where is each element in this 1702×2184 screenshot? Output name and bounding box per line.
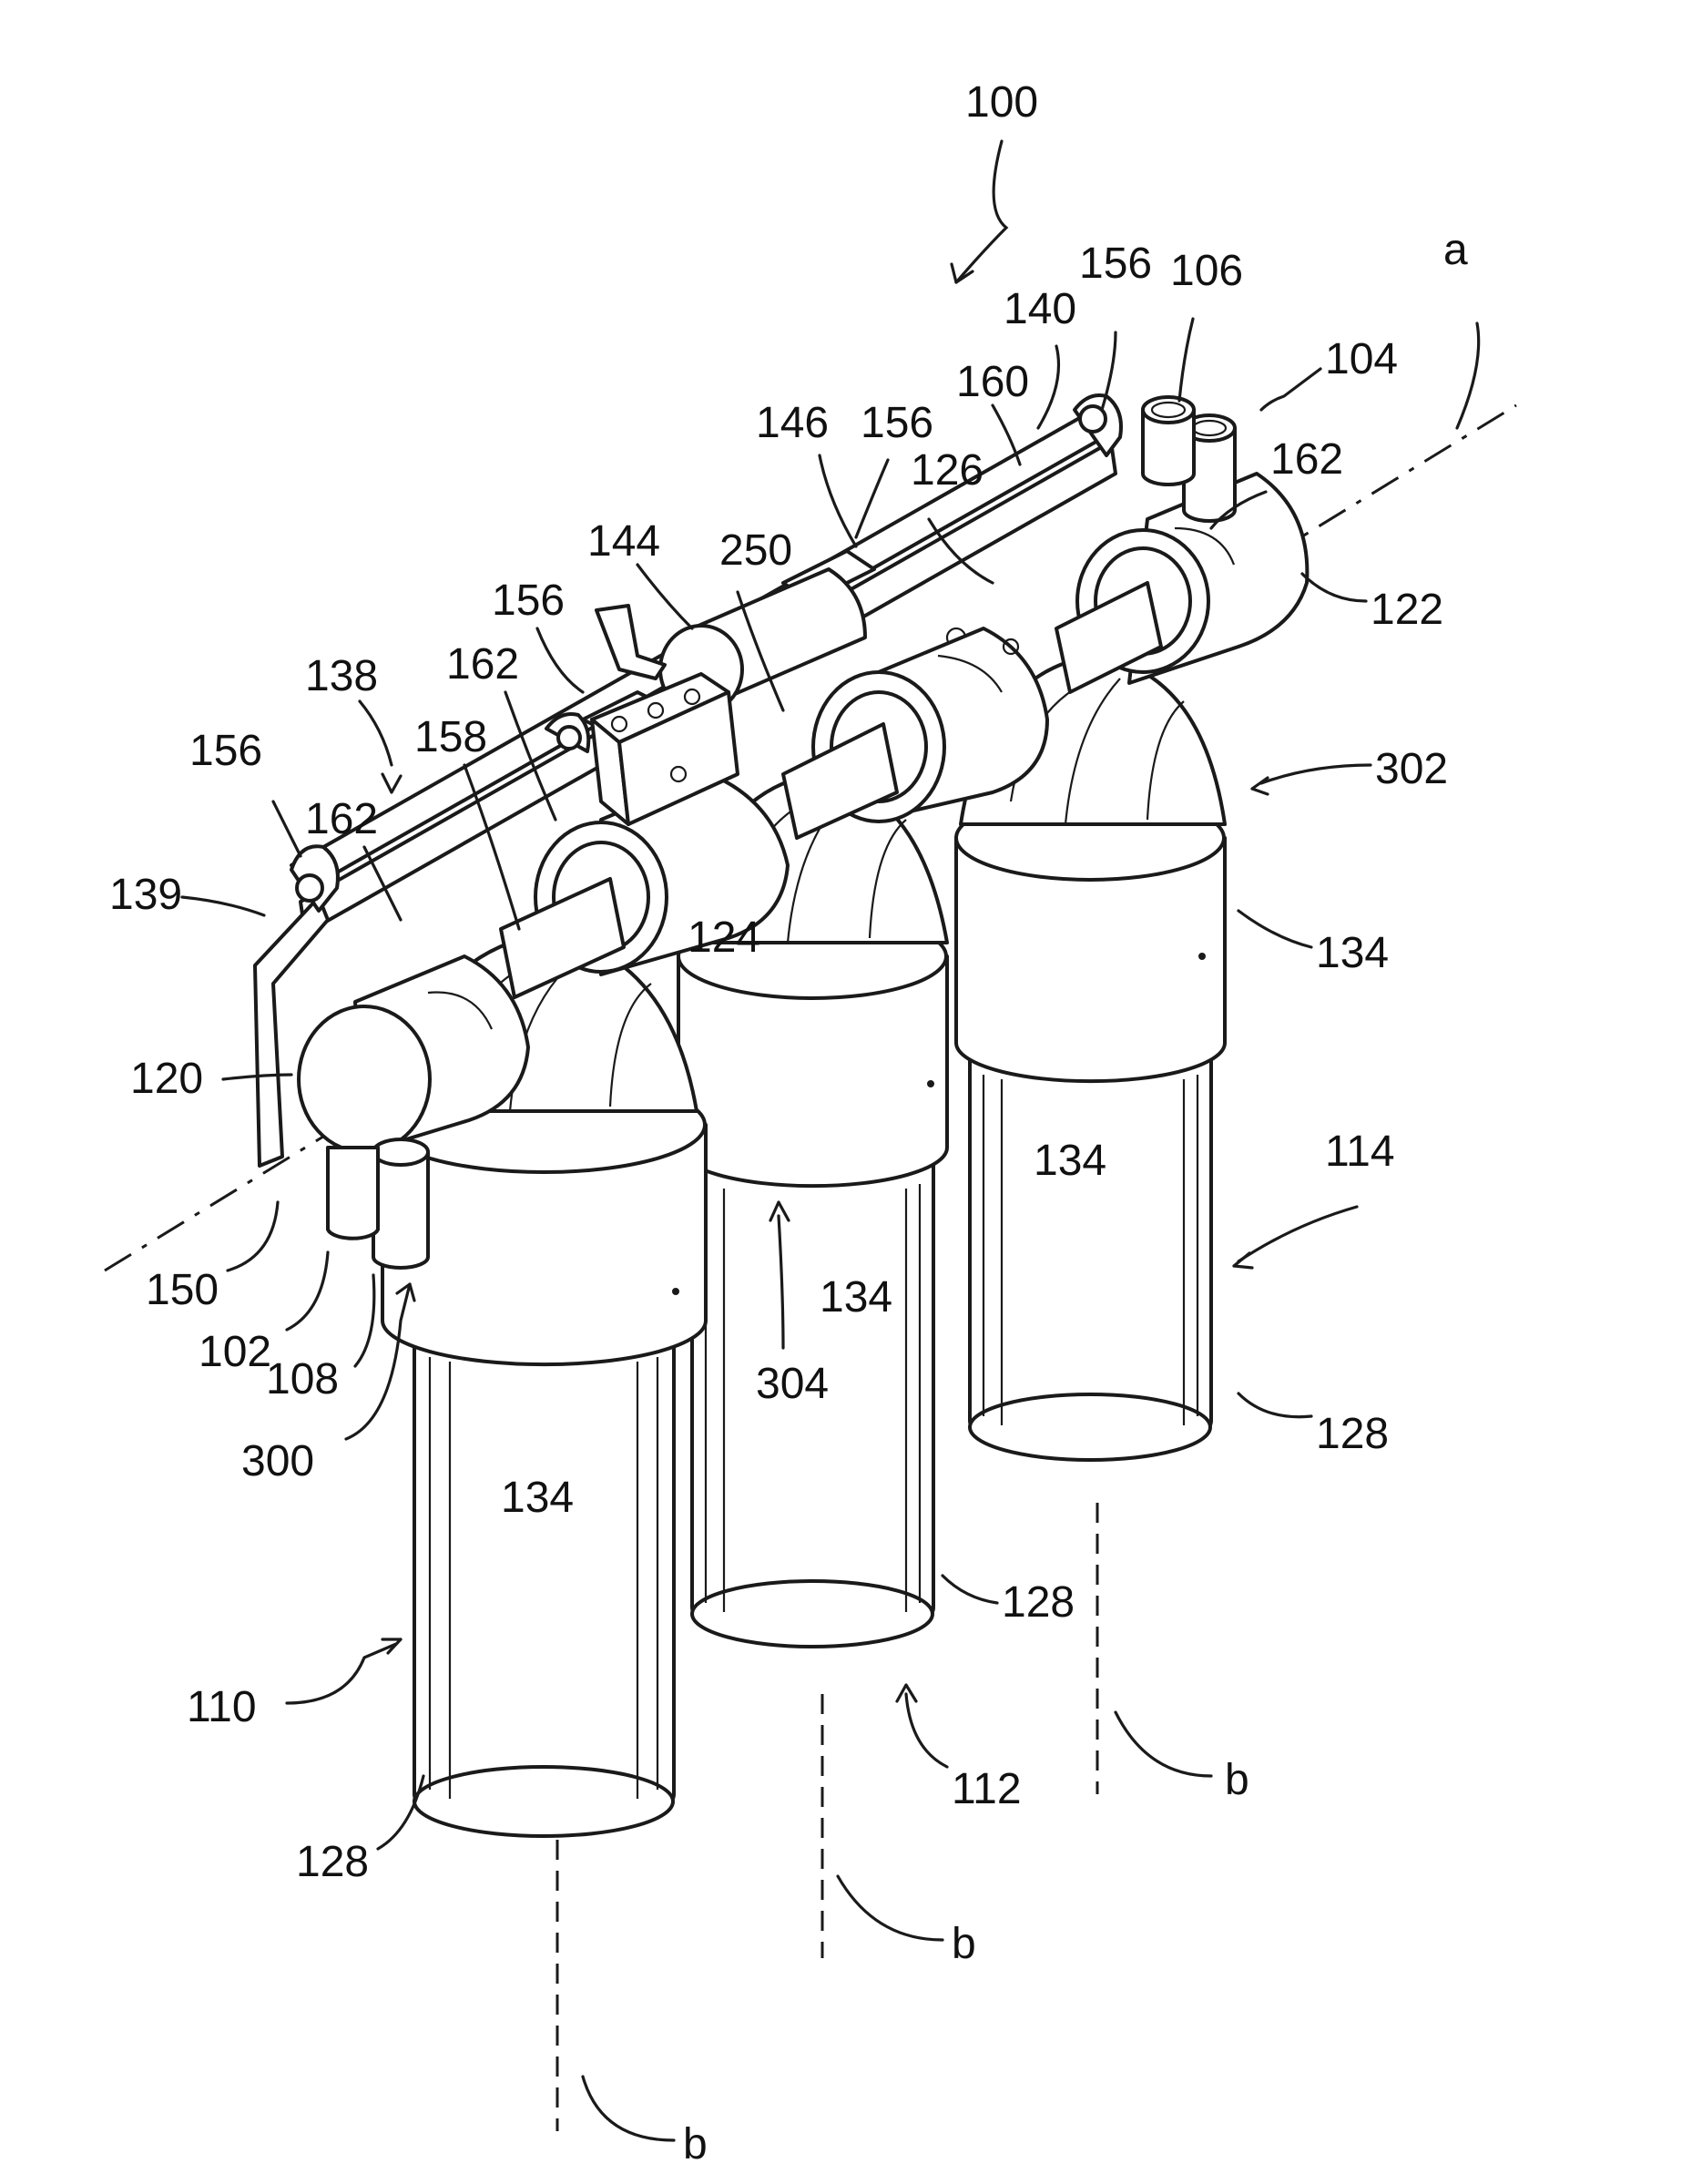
- label-108: 108: [266, 1355, 339, 1403]
- leader-140: [1038, 346, 1059, 428]
- leader-156-mid: [856, 460, 888, 537]
- leader-156-upper: [537, 628, 583, 692]
- label-138: 138: [305, 652, 378, 700]
- leader-150: [228, 1202, 278, 1271]
- label-112: 112: [952, 1765, 1022, 1813]
- leader-100: [956, 141, 1006, 282]
- leader-122: [1302, 574, 1366, 601]
- label-250: 250: [719, 526, 792, 575]
- leader-138: [360, 701, 392, 765]
- leader-104: [1261, 369, 1320, 410]
- label-124: 124: [688, 913, 760, 962]
- label-128-left: 128: [296, 1838, 369, 1886]
- leader-146: [820, 455, 856, 546]
- leader-139: [182, 897, 264, 915]
- label-162-left: 162: [305, 795, 378, 843]
- label-162-mid: 162: [446, 640, 519, 689]
- leader-144: [637, 565, 692, 628]
- label-162-right: 162: [1270, 435, 1343, 484]
- label-158: 158: [414, 713, 487, 761]
- leader-160: [993, 405, 1020, 464]
- label-146: 146: [756, 399, 829, 447]
- label-156-mid: 156: [861, 399, 933, 447]
- label-b-left: b: [683, 2120, 708, 2169]
- leader-112: [906, 1694, 947, 1767]
- arrow-302: [1252, 778, 1268, 794]
- label-302: 302: [1375, 745, 1448, 793]
- label-104: 104: [1325, 335, 1398, 383]
- label-axis-a: a: [1443, 226, 1468, 274]
- label-134-mid-right: 134: [1034, 1137, 1106, 1185]
- label-304: 304: [756, 1360, 829, 1408]
- leader-102: [287, 1252, 328, 1330]
- label-b-middle: b: [952, 1920, 976, 1968]
- label-160: 160: [956, 358, 1029, 406]
- label-114: 114: [1325, 1128, 1395, 1176]
- label-300: 300: [241, 1437, 314, 1485]
- label-134-left: 134: [501, 1474, 574, 1522]
- leader-128-mid: [943, 1576, 997, 1603]
- label-134-middle: 134: [820, 1273, 892, 1322]
- label-126: 126: [911, 446, 983, 495]
- arrow-138: [382, 774, 401, 792]
- label-156-top: 156: [1079, 240, 1152, 288]
- label-140: 140: [1004, 285, 1076, 333]
- leader-108: [355, 1275, 374, 1366]
- leader-128-right: [1238, 1393, 1311, 1417]
- label-122: 122: [1371, 586, 1443, 634]
- label-156-left: 156: [189, 727, 262, 775]
- label-150: 150: [146, 1266, 219, 1314]
- leader-b-left: [583, 2077, 674, 2140]
- label-139: 139: [109, 871, 182, 919]
- label-156-upper: 156: [492, 577, 565, 625]
- label-106: 106: [1170, 247, 1243, 295]
- label-128-right: 128: [1316, 1410, 1389, 1458]
- label-134-right: 134: [1316, 929, 1389, 977]
- leader-110: [287, 1644, 396, 1703]
- leader-302: [1261, 765, 1371, 783]
- leader-b-middle: [838, 1876, 943, 1940]
- leader-b-right: [1116, 1712, 1211, 1776]
- leader-134-right: [1238, 911, 1311, 947]
- label-128-middle: 128: [1002, 1578, 1075, 1627]
- axis-a-leader: [1457, 323, 1479, 428]
- leader-156-left: [273, 801, 301, 856]
- label-144: 144: [587, 517, 660, 566]
- label-b-right: b: [1225, 1756, 1249, 1804]
- leader-114: [1238, 1207, 1357, 1261]
- label-102: 102: [199, 1328, 271, 1376]
- label-120: 120: [130, 1055, 203, 1103]
- label-100: 100: [965, 78, 1038, 127]
- leader-106: [1179, 319, 1193, 401]
- label-110: 110: [187, 1683, 257, 1731]
